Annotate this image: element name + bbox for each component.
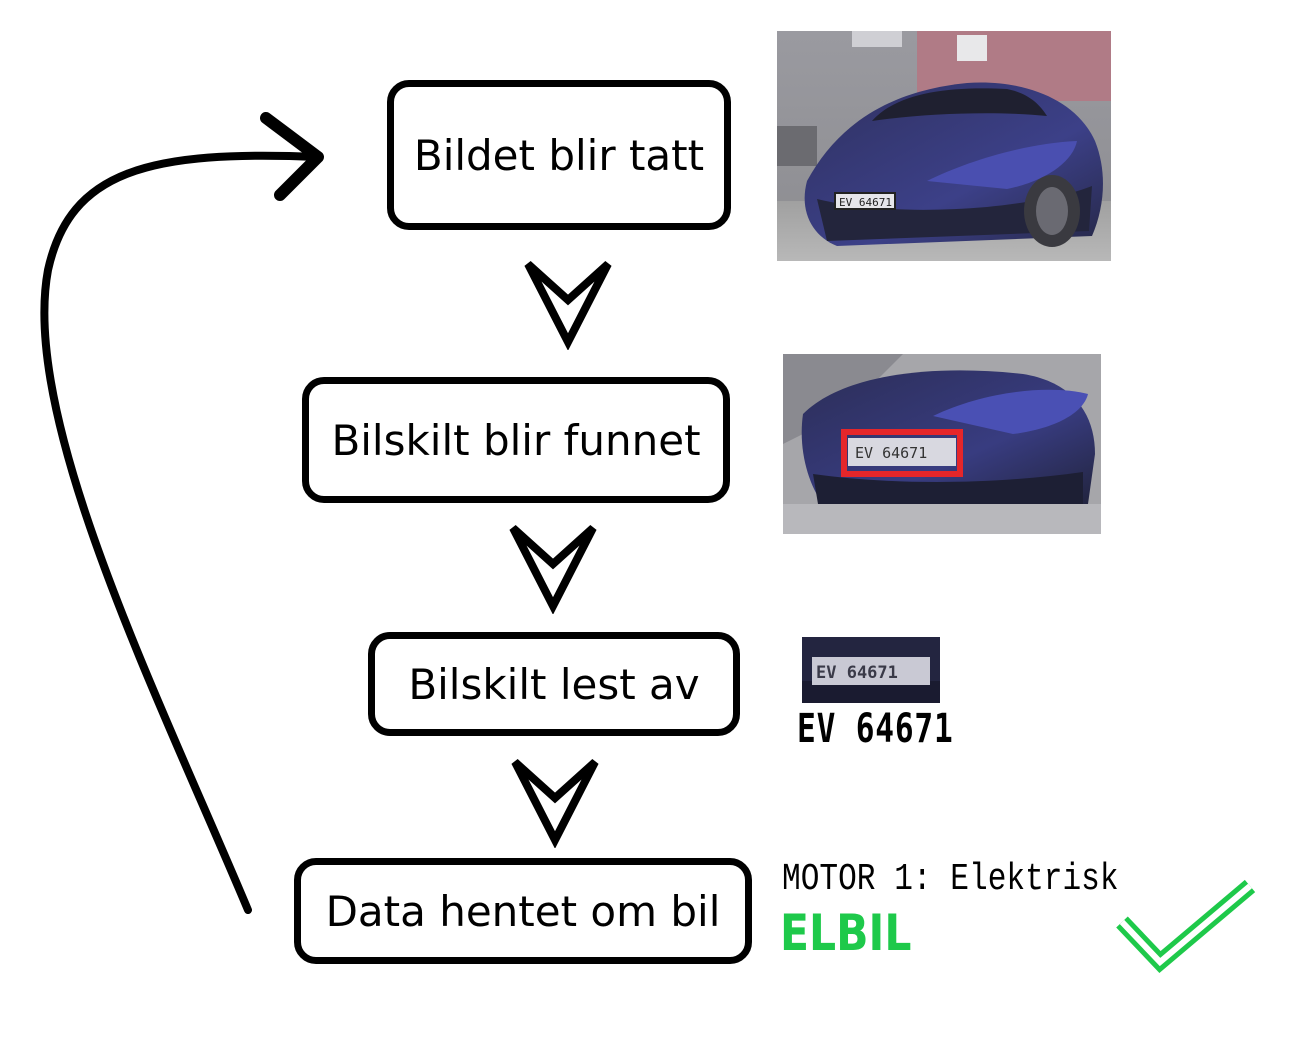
vehicle-classification: ELBIL bbox=[780, 904, 912, 962]
step-plate-found: Bilskilt blir funnet bbox=[302, 377, 730, 503]
down-arrow-1 bbox=[524, 261, 612, 350]
step-data-fetched: Data hentet om bil bbox=[294, 858, 752, 964]
plate-number: EV 64671 bbox=[797, 706, 954, 752]
check-icon bbox=[1116, 879, 1256, 973]
plate-crop-photo: EV 64671 bbox=[802, 637, 940, 703]
svg-text:EV 64671: EV 64671 bbox=[839, 196, 892, 209]
plate-detection-photo: EV 64671 bbox=[783, 354, 1101, 534]
car-photo: EV 64671 bbox=[777, 31, 1111, 261]
down-arrow-2 bbox=[509, 525, 597, 614]
step-plate-read-label: Bilskilt lest av bbox=[408, 659, 700, 709]
svg-text:EV 64671: EV 64671 bbox=[855, 444, 927, 462]
step-plate-found-label: Bilskilt blir funnet bbox=[331, 415, 701, 465]
down-arrow-3 bbox=[511, 759, 599, 848]
step-photo-taken: Bildet blir tatt bbox=[387, 80, 731, 230]
step-data-fetched-label: Data hentet om bil bbox=[325, 886, 721, 936]
plate-crop-text: EV 64671 bbox=[816, 663, 898, 683]
motor-type: MOTOR 1: Elektrisk bbox=[782, 858, 1119, 901]
step-photo-taken-label: Bildet blir tatt bbox=[413, 130, 705, 180]
step-plate-read: Bilskilt lest av bbox=[368, 632, 740, 736]
